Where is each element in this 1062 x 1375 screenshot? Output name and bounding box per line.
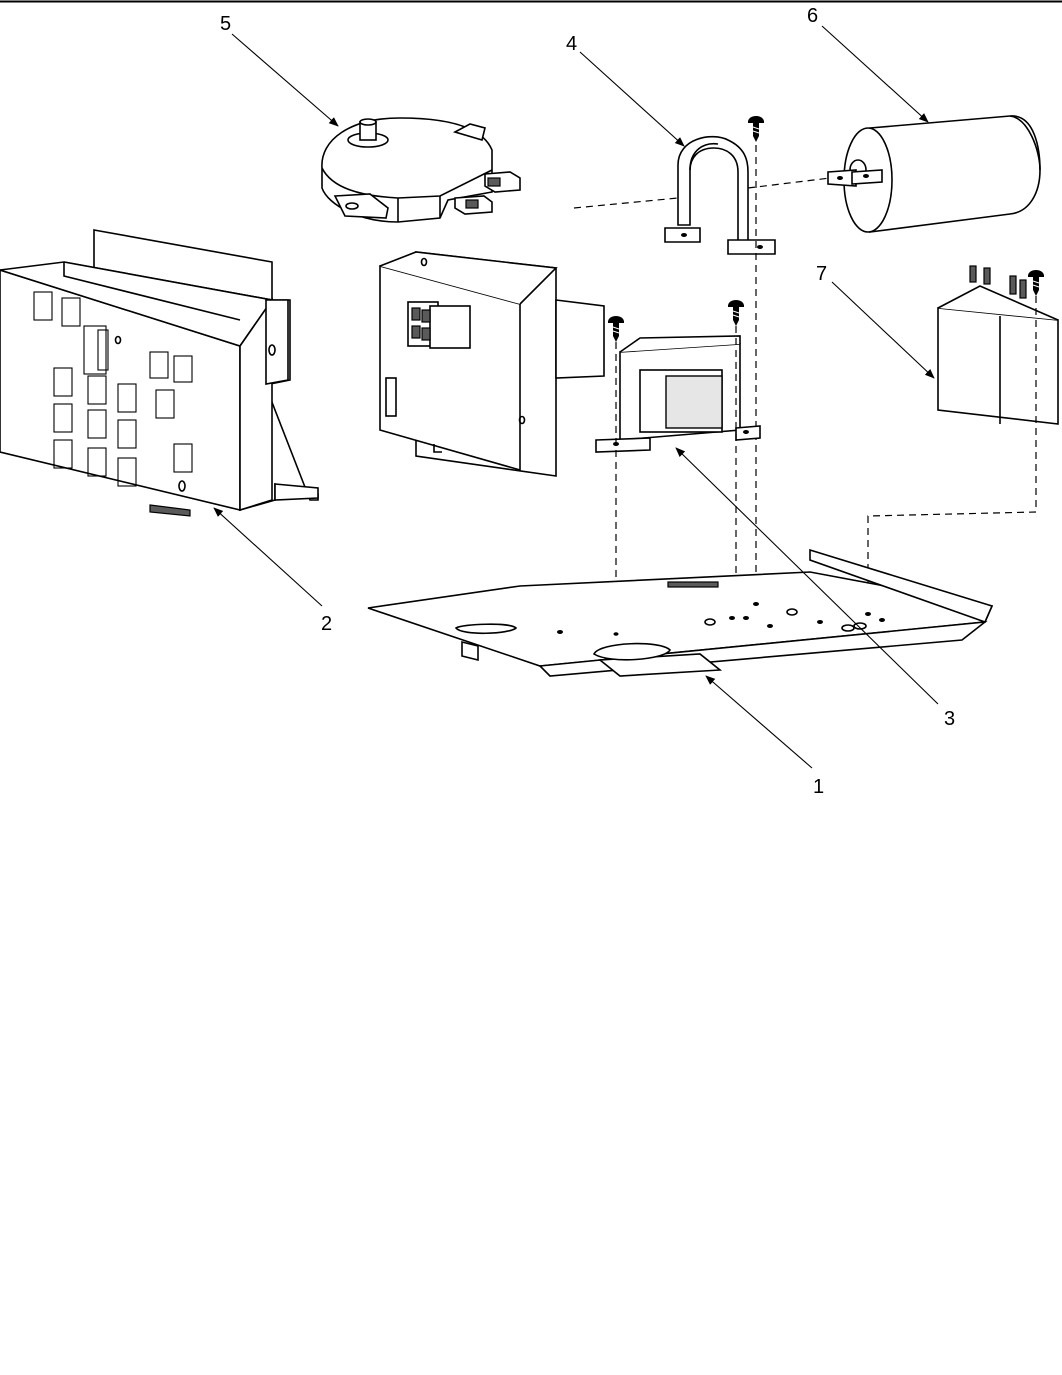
callout-1: 1 xyxy=(813,776,824,798)
part-4-capacitor-strap xyxy=(573,115,831,600)
leader-lines xyxy=(213,25,939,769)
callout-5: 5 xyxy=(220,13,231,35)
part-2-control-panel xyxy=(0,229,319,517)
part-7-relay xyxy=(867,265,1059,612)
part-6-capacitor xyxy=(827,115,1041,233)
part-1-base-plate xyxy=(367,548,994,677)
part-5-timer-motor xyxy=(321,117,521,223)
callout-7: 7 xyxy=(816,263,827,285)
callout-2: 2 xyxy=(321,613,332,635)
callout-6: 6 xyxy=(807,5,818,27)
callout-3: 3 xyxy=(944,708,955,730)
control-circuit-board xyxy=(379,251,605,477)
callout-labels: 1 2 3 4 5 6 7 xyxy=(220,5,955,798)
part-3-transformer xyxy=(595,299,761,632)
callout-4: 4 xyxy=(566,33,577,55)
